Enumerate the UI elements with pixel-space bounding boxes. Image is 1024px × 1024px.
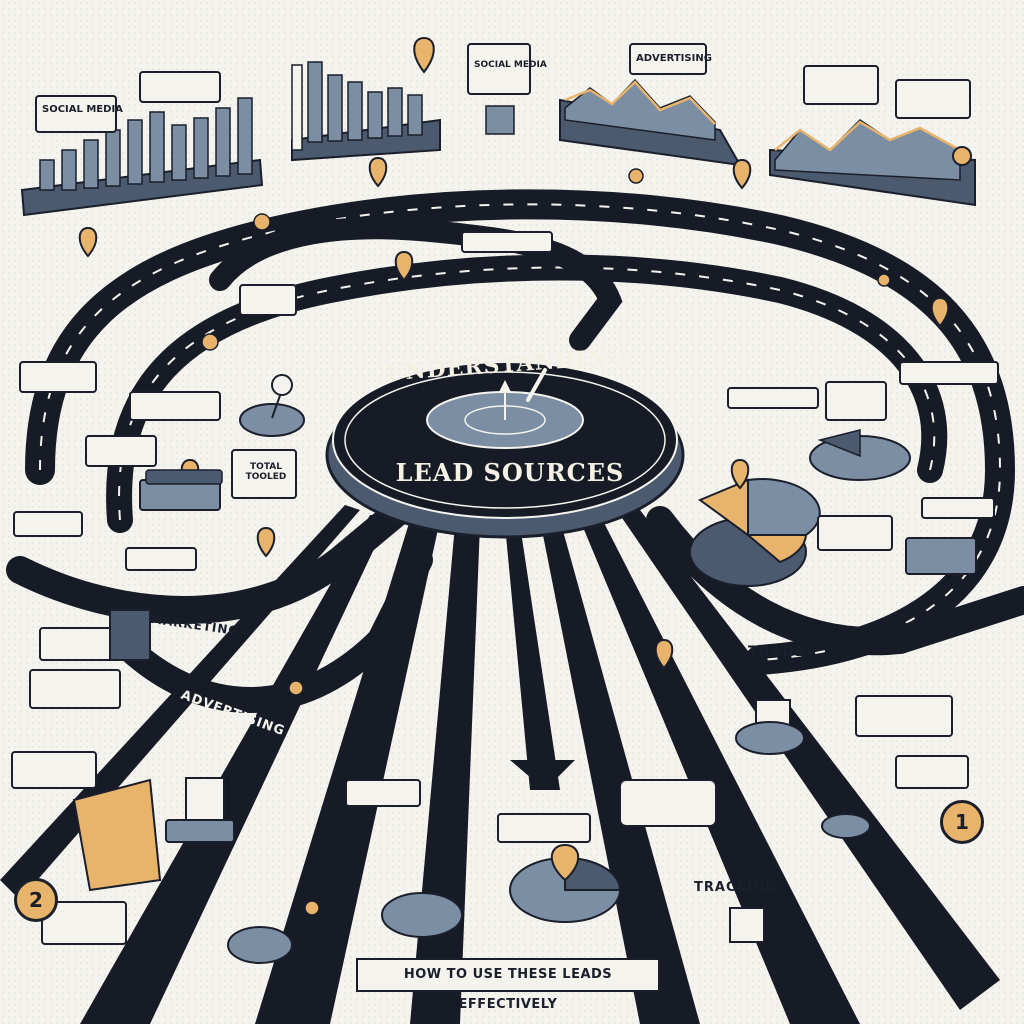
top-right-chart-panel: [559, 43, 976, 207]
top-left-chart-panel: [20, 71, 264, 217]
bottom-pie-chart: [509, 843, 622, 923]
top-right-panel-label: ADVERTISING: [636, 53, 712, 64]
small-coins: [201, 168, 891, 916]
location-pins: [78, 36, 950, 670]
right-pie-chart: [689, 478, 821, 587]
number-badge-1: 1: [940, 800, 984, 844]
right-lower-road: [646, 506, 1024, 656]
left-pie-chart: [239, 374, 305, 437]
document-stack: [72, 609, 871, 943]
top-left-panel-label: SOCIAL MEDIA: [42, 104, 123, 115]
top-center-chart-panel: [291, 43, 531, 162]
bottom-left-pie-chart: [227, 892, 463, 964]
total-tooled-label: TOTAL TOOLED: [245, 462, 287, 482]
right-mid-pie-chart: [809, 429, 911, 481]
signposts: [11, 231, 999, 945]
footer-banner: HOW TO USE THESE LEADS EFFECTIVELY: [356, 958, 660, 1012]
central-hub: [325, 361, 685, 539]
top-center-sign-label: SOCIAL MEDIA: [474, 60, 547, 70]
middle-road: [106, 254, 948, 533]
inner-road: [209, 217, 623, 351]
road-label-trade: TRADE: [748, 644, 806, 660]
money-stack: [139, 469, 977, 575]
number-badge-2: 2: [14, 878, 58, 922]
road-label-tracking: TRACKING: [694, 880, 777, 895]
hub-title-line2: LEAD SOURCES: [395, 458, 625, 487]
left-lower-road: [6, 496, 433, 713]
